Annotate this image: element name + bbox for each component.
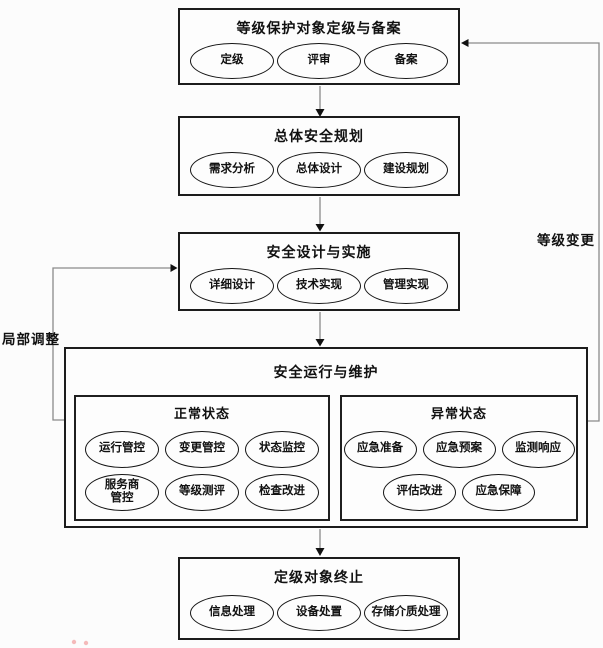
activity-label: 信息处理 — [209, 605, 255, 618]
activity-label: 等级测评 — [179, 485, 225, 498]
phase-box-operation-maintenance: 安全运行与维护 正常状态 运行管控 变更管控 状态监控 服务商 管控 等级测评 … — [64, 347, 588, 528]
activity-label: 评估改进 — [396, 485, 443, 498]
activity-label: 存储介质处理 — [371, 605, 441, 618]
activity-row: 应急准备 应急预案 监测响应 — [343, 430, 575, 468]
activity-ellipse: 详细设计 — [190, 267, 274, 304]
activity-label: 评审 — [307, 53, 331, 66]
arrowhead-right-feedback — [170, 264, 178, 272]
activity-label: 定级 — [220, 53, 244, 66]
subbox-normal-state: 正常状态 运行管控 变更管控 状态监控 服务商 管控 等级测评 检查改进 — [74, 395, 330, 521]
activity-ellipse: 技术实现 — [277, 267, 361, 304]
activity-ellipse: 应急准备 — [343, 430, 417, 468]
phase-title: 等级保护对象定级与备案 — [236, 20, 402, 36]
activity-ellipse: 备案 — [364, 42, 448, 79]
activity-ellipse: 存储介质处理 — [364, 594, 448, 631]
phase-title: 安全运行与维护 — [273, 364, 379, 380]
activity-label: 服务商 管控 — [104, 478, 140, 504]
activity-ellipse: 运行管控 — [85, 430, 159, 468]
activity-row: 定级 评审 备案 — [180, 38, 458, 83]
phase-box-design-implementation: 安全设计与实施 详细设计 技术实现 管理实现 — [178, 232, 460, 311]
edge-label-level-change: 等级变更 — [537, 233, 595, 248]
phase-title: 定级对象终止 — [274, 569, 364, 585]
activity-ellipse: 监测响应 — [501, 430, 575, 468]
phase-title: 总体安全规划 — [274, 128, 364, 144]
phase-title: 安全设计与实施 — [266, 244, 372, 260]
arrowhead-left-feedback — [461, 39, 469, 47]
activity-ellipse: 变更管控 — [165, 430, 239, 468]
activity-ellipse: 信息处理 — [190, 594, 274, 631]
activity-label: 详细设计 — [209, 278, 255, 291]
activity-row: 信息处理 设备处置 存储介质处理 — [180, 587, 458, 638]
activity-ellipse: 需求分析 — [190, 152, 274, 188]
arrowhead-down-2 — [315, 224, 325, 232]
activity-label: 监测响应 — [515, 442, 561, 455]
activity-row: 运行管控 变更管控 状态监控 — [85, 430, 319, 468]
phase-box-termination: 定级对象终止 信息处理 设备处置 存储介质处理 — [178, 557, 460, 640]
activity-label: 技术实现 — [296, 278, 342, 291]
activity-label: 应急预案 — [436, 442, 482, 455]
activity-row: 需求分析 总体设计 建设规划 — [180, 146, 458, 194]
state-subboxes: 正常状态 运行管控 变更管控 状态监控 服务商 管控 等级测评 检查改进 异常状… — [74, 395, 578, 521]
activity-label: 管理实现 — [383, 278, 429, 291]
activity-label: 运行管控 — [99, 442, 145, 455]
activity-label: 建设规划 — [383, 163, 429, 176]
activity-ellipse: 应急保障 — [462, 473, 535, 511]
subbox-abnormal-state: 异常状态 应急准备 应急预案 监测响应 评估改进 应急保障 — [340, 395, 578, 521]
activity-ellipse: 总体设计 — [277, 152, 361, 188]
activity-ellipse: 建设规划 — [364, 152, 448, 188]
activity-ellipse: 评估改进 — [383, 473, 456, 511]
activity-row: 详细设计 技术实现 管理实现 — [180, 262, 458, 309]
activity-grid: 运行管控 变更管控 状态监控 服务商 管控 等级测评 检查改进 — [85, 422, 319, 519]
arrowhead-down-4 — [315, 548, 325, 556]
activity-label: 检查改进 — [259, 485, 305, 498]
activity-label: 变更管控 — [179, 442, 225, 455]
activity-label: 应急保障 — [475, 485, 522, 498]
phase-box-grading-filing: 等级保护对象定级与备案 定级 评审 备案 — [178, 8, 460, 85]
phase-box-security-planning: 总体安全规划 需求分析 总体设计 建设规划 — [178, 116, 460, 196]
watermark-dot — [71, 639, 77, 645]
activity-label: 应急准备 — [357, 442, 403, 455]
activity-ellipse: 评审 — [277, 42, 361, 79]
activity-ellipse: 定级 — [190, 42, 274, 79]
activity-ellipse: 应急预案 — [422, 430, 496, 468]
activity-label: 备案 — [394, 53, 418, 66]
edge-label-partial-adjustment: 局部调整 — [2, 332, 60, 347]
activity-ellipse: 设备处置 — [277, 594, 361, 631]
activity-label: 总体设计 — [296, 163, 342, 176]
activity-row: 评估改进 应急保障 — [344, 473, 575, 511]
activity-row: 服务商 管控 等级测评 检查改进 — [85, 473, 319, 511]
activity-grid: 应急准备 应急预案 监测响应 评估改进 应急保障 — [343, 422, 575, 519]
activity-label: 设备处置 — [296, 605, 342, 618]
arrowhead-down-3 — [315, 339, 325, 347]
activity-label: 需求分析 — [209, 163, 255, 176]
activity-label: 状态监控 — [259, 442, 305, 455]
activity-ellipse: 检查改进 — [245, 473, 319, 511]
activity-ellipse: 等级测评 — [165, 473, 239, 511]
activity-ellipse: 服务商 管控 — [85, 473, 159, 511]
subbox-title: 异常状态 — [430, 406, 487, 421]
activity-ellipse: 管理实现 — [364, 267, 448, 304]
subbox-title: 正常状态 — [173, 406, 230, 421]
watermark-dot — [83, 640, 89, 646]
activity-ellipse: 状态监控 — [245, 430, 319, 468]
